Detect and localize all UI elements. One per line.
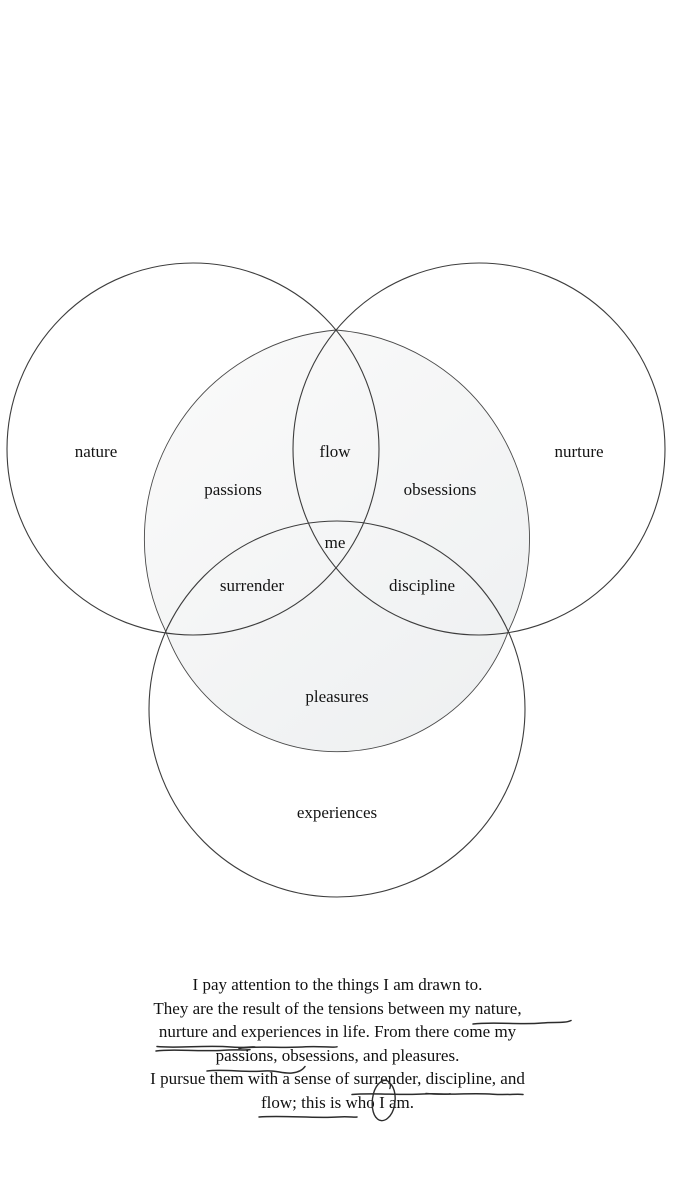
underlined-word-flow: flow: [261, 1091, 292, 1115]
venn-label-nurture: nurture: [554, 442, 604, 461]
statement-text: , and: [491, 1069, 525, 1088]
hand-underline: [206, 1065, 306, 1077]
nature-circle: [6, 262, 380, 636]
venn-label-passions: passions: [204, 480, 262, 499]
underlined-word-discipline: discipline: [426, 1067, 492, 1091]
statement-line-2: They are the result of the tensions betw…: [0, 997, 675, 1021]
hand-underline: [238, 1041, 338, 1053]
underlined-word-text: experiences: [240, 1022, 322, 1041]
underline-stroke: [426, 1093, 523, 1094]
hand-underline: [472, 1017, 572, 1029]
underlined-word-text: discipline: [425, 1069, 492, 1088]
underlined-phrase-passions-obsessions-pleasures: passions, obsessions, and pleasures.: [215, 1044, 460, 1068]
venn-label-discipline: discipline: [388, 576, 456, 595]
hand-drawn-circle: [371, 1079, 396, 1121]
underline-stroke: [207, 1067, 305, 1074]
statement-line-1: I pay attention to the things I am drawn…: [0, 973, 675, 997]
circle-stroke: [371, 1079, 396, 1121]
underlined-word-nurture: nurture: [159, 1020, 208, 1044]
statement-line-5: I pursue them with a sense of surrender,…: [0, 1067, 675, 1091]
personal-statement: I pay attention to the things I am drawn…: [0, 973, 675, 1121]
venn-label-surrender: surrender: [219, 576, 285, 595]
statement-text: I pay attention to the things I am drawn…: [192, 975, 483, 994]
hand-underline: [258, 1111, 358, 1123]
underline-stroke: [239, 1046, 337, 1048]
underlined-word-experiences: experiences: [241, 1020, 321, 1044]
venn-label-flow: flow: [319, 442, 351, 461]
venn-label-obsessions: obsessions: [403, 480, 477, 499]
statement-text: I pursue them with a sense of: [150, 1069, 354, 1088]
hand-underline: [423, 1088, 523, 1100]
circled-word-I: I: [371, 1079, 396, 1121]
underlined-word-text: passions, obsessions, and pleasures.: [215, 1045, 460, 1065]
statement-line-4: passions, obsessions, and pleasures.: [0, 1044, 675, 1068]
underlined-word-text: flow: [260, 1092, 293, 1112]
underline-stroke-2: [156, 1049, 250, 1050]
experiences-circle: [148, 520, 526, 898]
statement-text: ; this is who: [292, 1092, 380, 1112]
underlined-word-text: nature,: [474, 998, 522, 1018]
overlap-shading: [143, 329, 530, 753]
underline-stroke: [259, 1116, 357, 1117]
underlined-word-text: nurture: [158, 1022, 208, 1041]
venn-label-pleasures: pleasures: [305, 687, 369, 706]
venn-label-experiences: experiences: [296, 803, 378, 822]
venn-label-me: me: [324, 533, 346, 552]
statement-line-3: nurture and experiences in life. From th…: [0, 1020, 675, 1044]
statement-text: and: [207, 1022, 241, 1041]
underlined-word-text: surrender,: [353, 1069, 422, 1088]
venn-label-nature: nature: [74, 442, 118, 461]
statement-line-6: flow; this is who I am.: [0, 1079, 675, 1121]
underlined-word-nature: nature,: [475, 997, 522, 1021]
statement-text: They are the result of the tensions betw…: [153, 998, 475, 1018]
nurture-circle: [292, 262, 666, 636]
underline-stroke: [473, 1021, 571, 1025]
circled-word-text: I: [379, 1092, 385, 1112]
statement-text: in life. From there come my: [321, 1022, 517, 1041]
